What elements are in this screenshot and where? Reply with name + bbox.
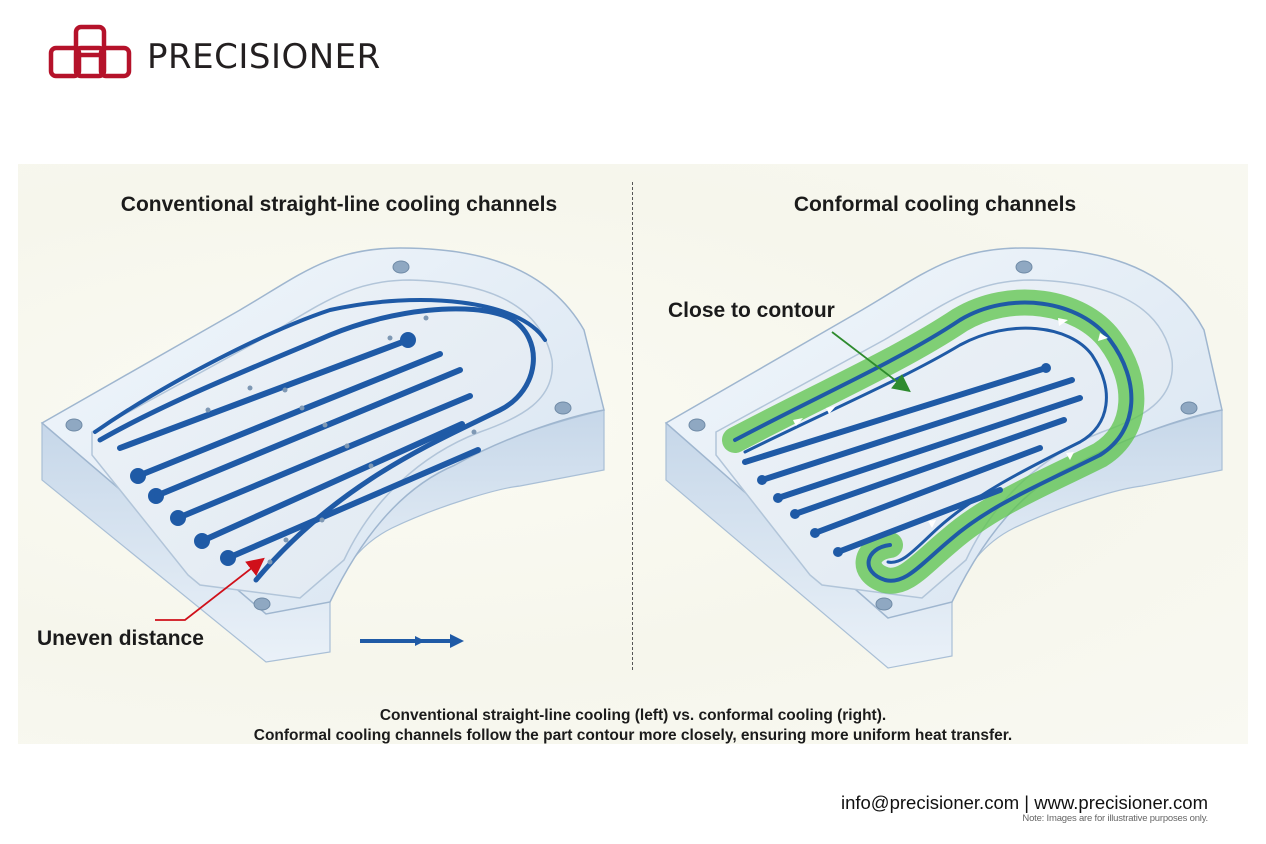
disclaimer-note: Note: Images are for illustrative purpos… xyxy=(1022,813,1208,824)
logo-mark-icon xyxy=(48,24,132,79)
left-straight-channels xyxy=(93,298,547,583)
left-bolt-holes xyxy=(65,260,572,611)
left-panel-title: Conventional straight-line cooling chann… xyxy=(120,193,558,216)
panel-divider xyxy=(632,182,633,670)
right-panel-title: Conformal cooling channels xyxy=(793,193,1077,216)
left-mold-plate xyxy=(40,247,605,663)
close-to-contour-callout: Close to contour xyxy=(668,299,835,322)
right-conformal-channels xyxy=(733,300,1134,583)
right-bolt-holes xyxy=(688,260,1198,611)
right-mold-plate xyxy=(664,247,1223,669)
brand-logo: PRECISIONER xyxy=(48,24,408,84)
uneven-distance-callout: Uneven distance xyxy=(37,627,204,650)
contact-info: info@precisioner.com | www.precisioner.c… xyxy=(840,792,1208,813)
brand-name: PRECISIONER xyxy=(147,37,381,77)
figure-caption: Conventional straight-line cooling (left… xyxy=(0,706,1266,746)
caption-line-2: Conformal cooling channels follow the pa… xyxy=(253,727,1013,744)
caption-line-1: Conventional straight-line cooling (left… xyxy=(379,707,887,724)
